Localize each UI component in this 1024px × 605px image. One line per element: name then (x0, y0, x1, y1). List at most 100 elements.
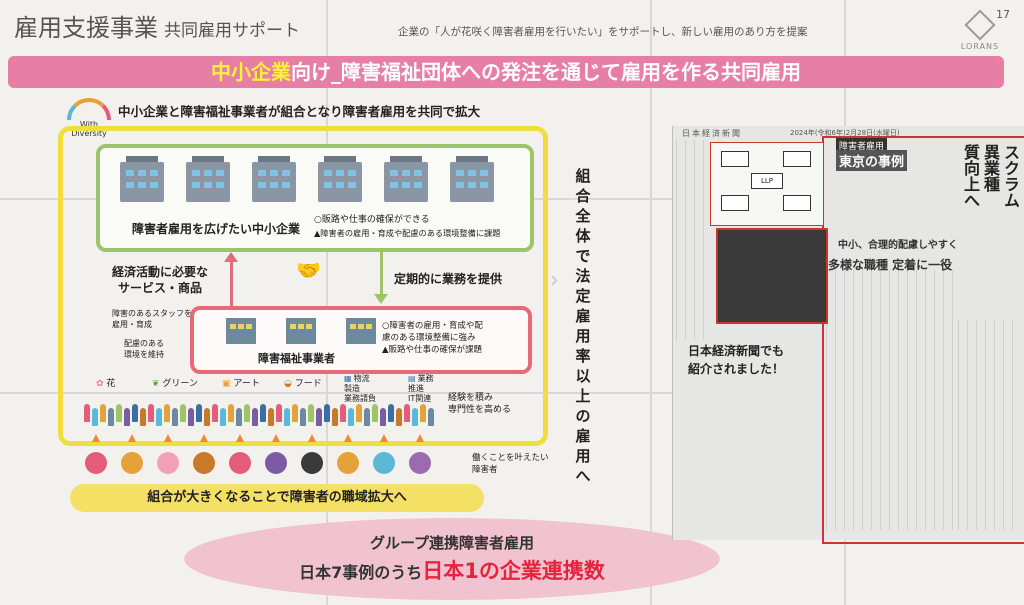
building-icon (252, 156, 296, 202)
house-icon (340, 312, 382, 350)
newspaper-vertical-headline: 質向上へ異業種スクラム (961, 144, 1020, 208)
newspaper-text-block (958, 320, 1020, 530)
screen-seam (326, 0, 328, 605)
sme-issue: ▲障害者の雇用・育成や配慮のある環境整備に課題 (314, 228, 501, 238)
arrow-down-icon (374, 294, 388, 304)
person-icon (260, 404, 266, 422)
newspaper-diagram: LLP (710, 142, 824, 226)
person-icon (92, 408, 98, 426)
flower-icon: ✿ (96, 379, 104, 389)
arrow-up-icon (236, 434, 244, 442)
workers-label: 働くことを叶えたい障害者 (472, 453, 549, 475)
building-icon (450, 156, 494, 202)
person-icon (140, 408, 146, 426)
lorans-logo: LORANS (958, 9, 1002, 51)
person-icon (316, 408, 322, 426)
sme-label: 障害者雇用を広げたい中小企業 (132, 222, 301, 236)
person-icon (268, 408, 274, 426)
person-icon (244, 404, 250, 422)
box-icon: ▦ (344, 374, 352, 383)
diagram-subtitle: 中小企業と障害福祉事業者が組合となり障害者雇用を共同で拡大 (118, 104, 481, 119)
worker-avatar (301, 452, 323, 474)
worker-avatar (121, 452, 143, 474)
person-icon (420, 404, 426, 422)
newspaper-masthead: 日本経済新聞 (682, 129, 742, 138)
newspaper-photo (716, 228, 828, 324)
person-icon (388, 404, 394, 422)
page-title: 雇用支援事業共同雇用サポート (14, 14, 300, 42)
person-icon (380, 408, 386, 426)
flower-icon (964, 9, 996, 41)
person-icon (324, 404, 330, 422)
economic-activity-label: 経済活動に必要なサービス・商品 (111, 265, 208, 295)
arrow-up-icon (128, 434, 136, 442)
welfare-group: 障害福祉事業者 ○障害者の雇用・育成や配慮のある環境整備に強み▲販路や仕事の確保… (190, 306, 532, 374)
building-icon (186, 156, 230, 202)
arrow-up-icon (164, 434, 172, 442)
arrow-up-icon (272, 434, 280, 442)
sme-group: 障害者雇用を広げたい中小企業 ○販路や仕事の確保ができる ▲障害者の雇用・育成や… (96, 144, 534, 252)
person-icon (220, 408, 226, 426)
handshake-icon: 🤝 (296, 258, 321, 282)
arrow-up-icon (344, 434, 352, 442)
person-icon (252, 408, 258, 426)
worker-avatar (229, 452, 251, 474)
arrow-up-line (230, 262, 233, 306)
field-flower: ✿ 花 (96, 379, 116, 389)
person-icon (404, 404, 410, 422)
environment-label: 配慮のある環境を維持 (124, 339, 164, 359)
union-frame (58, 126, 548, 446)
arrow-up-icon (416, 434, 424, 442)
tagline: 企業の「人が花咲く障害者雇用を行いたい」をサポートし、新しい雇用のあり方を提案 (398, 26, 808, 38)
person-icon (180, 404, 186, 422)
person-icon (124, 408, 130, 426)
field-green: ❦ グリーン (152, 379, 198, 389)
arrow-up-icon (308, 434, 316, 442)
worker-avatar (157, 452, 179, 474)
person-icon (236, 408, 242, 426)
person-icon (100, 404, 106, 422)
person-icon (132, 404, 138, 422)
newspaper-category: 障害者雇用 (836, 138, 888, 153)
computer-icon: ▤ (408, 374, 416, 383)
regular-work-label: 定期的に業務を提供 (394, 272, 503, 286)
sme-strength: ○販路や仕事の確保ができる (314, 215, 430, 225)
field-art: ▣ アート (222, 379, 260, 389)
person-icon (300, 408, 306, 426)
person-icon (412, 408, 418, 426)
screen-seam (0, 392, 1024, 394)
person-icon (212, 404, 218, 422)
person-icon (396, 408, 402, 426)
worker-avatar (409, 452, 431, 474)
arrow-up-icon (380, 434, 388, 442)
person-icon (276, 404, 282, 422)
building-icon (120, 156, 164, 202)
house-icon (220, 312, 262, 350)
person-icon (164, 404, 170, 422)
person-icon (204, 408, 210, 426)
partnership-highlight: グループ連携障害者雇用 日本7事例のうち日本1の企業連携数 (184, 518, 720, 600)
expansion-pill: 組合が大きくなることで障害者の職域拡大へ (70, 484, 484, 512)
worker-avatar (337, 452, 359, 474)
chevron-right-icon: › (550, 268, 559, 293)
worker-avatar (193, 452, 215, 474)
person-icon (196, 404, 202, 422)
person-icon (348, 408, 354, 426)
newspaper-headline: 東京の事例 (836, 150, 908, 171)
art-icon: ▣ (222, 379, 231, 389)
person-icon (372, 404, 378, 422)
person-icon (356, 404, 362, 422)
worker-avatar (85, 452, 107, 474)
vertical-message: 組合全体で法定雇用率以上の雇用へ (575, 167, 591, 485)
article-frame (822, 136, 1024, 544)
staff-label: 障害のあるスタッフを雇用・育成 (112, 309, 192, 329)
newspaper-note: 日本経済新聞でも紹介されました！ (687, 344, 784, 376)
person-icon (364, 408, 370, 426)
person-icon (292, 404, 298, 422)
person-icon (284, 408, 290, 426)
arrow-up-icon (92, 434, 100, 442)
building-icon (384, 156, 428, 202)
person-icon (84, 404, 90, 422)
